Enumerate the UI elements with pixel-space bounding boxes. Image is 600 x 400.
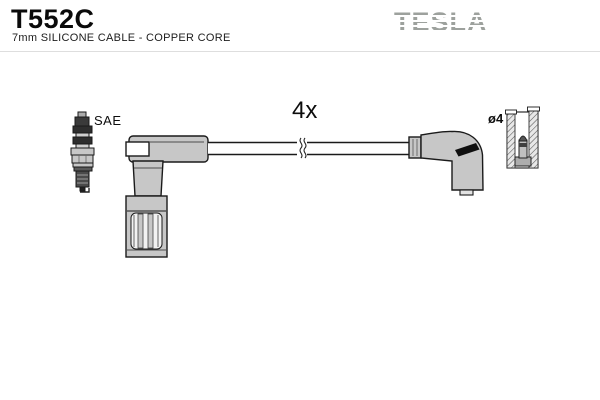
logo-stripe bbox=[392, 30, 500, 32]
terminal-section-drawing bbox=[505, 106, 540, 169]
cable-drawing bbox=[208, 137, 410, 159]
spark-plug-drawing bbox=[70, 111, 95, 193]
cable-break-gap bbox=[297, 140, 307, 157]
tesla-logo-text: TESLA bbox=[394, 7, 488, 37]
pin-diameter-label: ø4 bbox=[488, 111, 504, 126]
tesla-logo: TESLA bbox=[392, 7, 500, 37]
sae-terminal-label: SAE bbox=[94, 113, 122, 128]
quantity-label: 4x bbox=[292, 97, 318, 124]
product-subtitle: 7mm SILICONE CABLE - COPPER CORE bbox=[12, 32, 231, 44]
boot-connector-drawing bbox=[125, 135, 209, 258]
logo-stripe bbox=[392, 20, 500, 22]
header-divider bbox=[0, 51, 600, 52]
logo-stripe bbox=[392, 25, 500, 27]
elbow-connector-drawing bbox=[408, 130, 484, 196]
logo-stripe bbox=[392, 15, 500, 17]
part-number: T552C bbox=[11, 4, 95, 34]
